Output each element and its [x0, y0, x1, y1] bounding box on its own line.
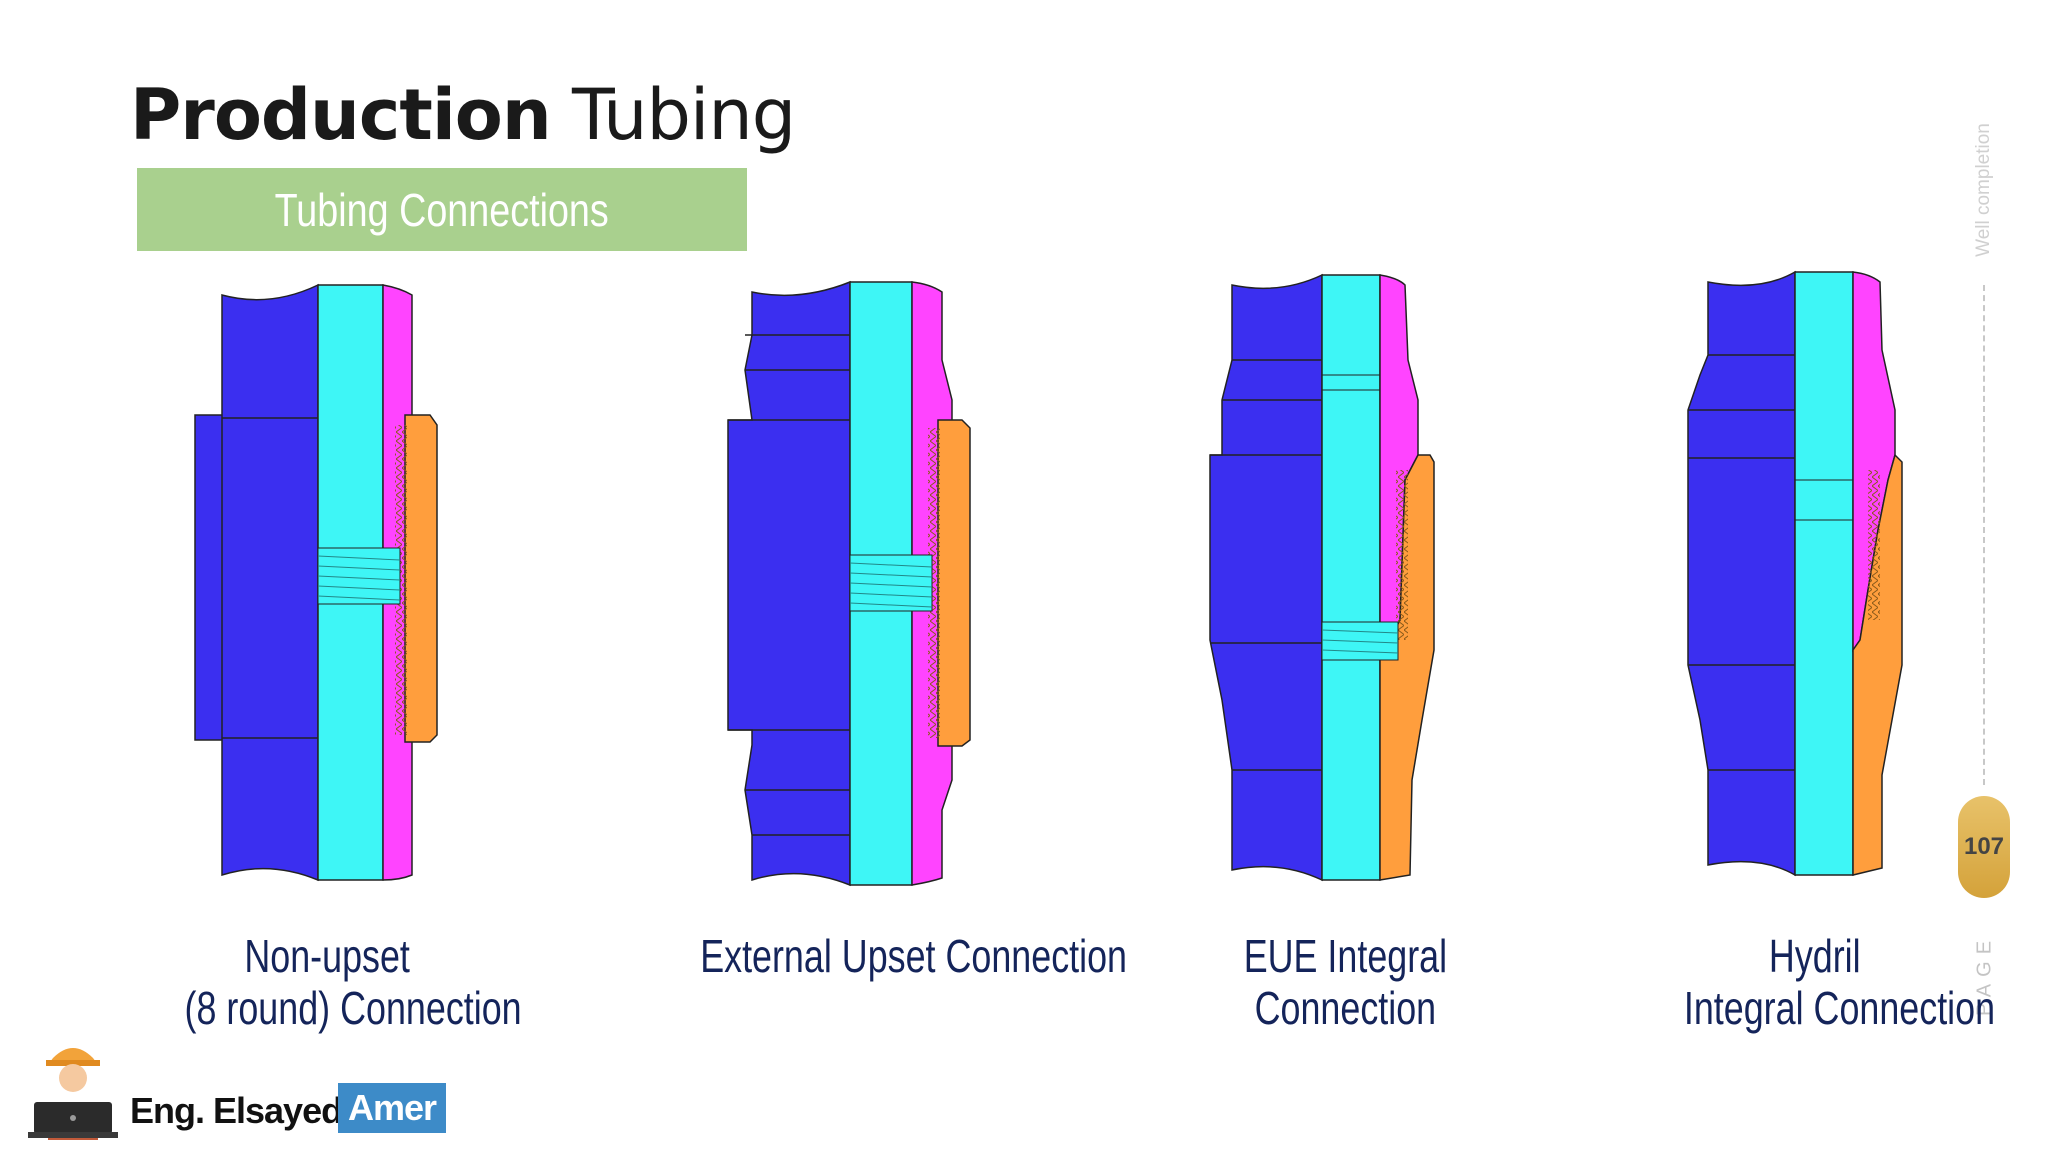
caption-non-upset: Non-upset (8 round) Connection: [184, 930, 522, 1034]
caption-hydril-integral: Hydril Integral Connection: [1683, 930, 1996, 1034]
side-divider: [1983, 285, 1985, 785]
page-title: Production Tubing: [130, 74, 796, 156]
page-number-badge: 107: [1958, 796, 2010, 898]
author-tag: Amer: [338, 1083, 447, 1133]
hydril-integral-connection-drawing: [1687, 270, 1903, 877]
external-upset-connection-drawing: [727, 280, 971, 887]
author-name: Eng. Elsayed: [130, 1090, 343, 1131]
caption-external-upset: External Upset Connection: [700, 930, 1128, 982]
engineer-avatar-icon: [28, 1048, 118, 1140]
eue-integral-connection-drawing: [1209, 273, 1435, 882]
section-banner: Tubing Connections: [137, 168, 747, 251]
non-upset-connection-drawing: [194, 283, 438, 882]
caption-eue-integral: EUE Integral Connection: [1243, 930, 1447, 1034]
